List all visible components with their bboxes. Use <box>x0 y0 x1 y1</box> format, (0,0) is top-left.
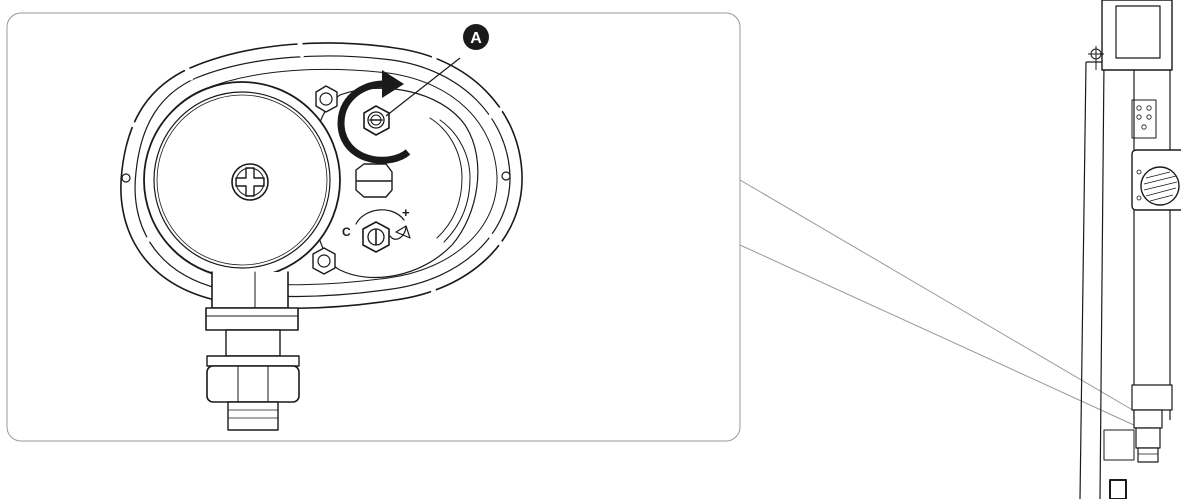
hex-nut-bottom <box>312 247 336 275</box>
housing-inner <box>134 55 511 298</box>
valve-detail <box>120 41 523 431</box>
hex-nut-top <box>315 85 338 113</box>
slotted-screw-middle <box>355 163 393 198</box>
equipment-overview <box>1079 0 1181 499</box>
adjustment-screw-lower <box>362 221 390 253</box>
callout-a: A <box>385 24 489 117</box>
phillips-screw-icon <box>231 163 269 201</box>
plus-symbol-label: + <box>402 205 410 220</box>
speaker-grille-icon <box>1140 166 1180 206</box>
adjustment-screw-a <box>363 105 390 136</box>
housing-outer <box>120 42 523 310</box>
rotate-clockwise-arrow-icon <box>337 70 411 164</box>
zoom-leader-lines <box>739 179 1137 427</box>
minus-symbol-label: C <box>342 225 351 239</box>
housing-gaps <box>121 41 503 300</box>
callout-a-letter: A <box>470 30 482 47</box>
valve-stem <box>205 271 300 431</box>
level-marker-icon <box>1088 46 1104 70</box>
adjust-clockwise-arrow-icon <box>355 209 411 240</box>
